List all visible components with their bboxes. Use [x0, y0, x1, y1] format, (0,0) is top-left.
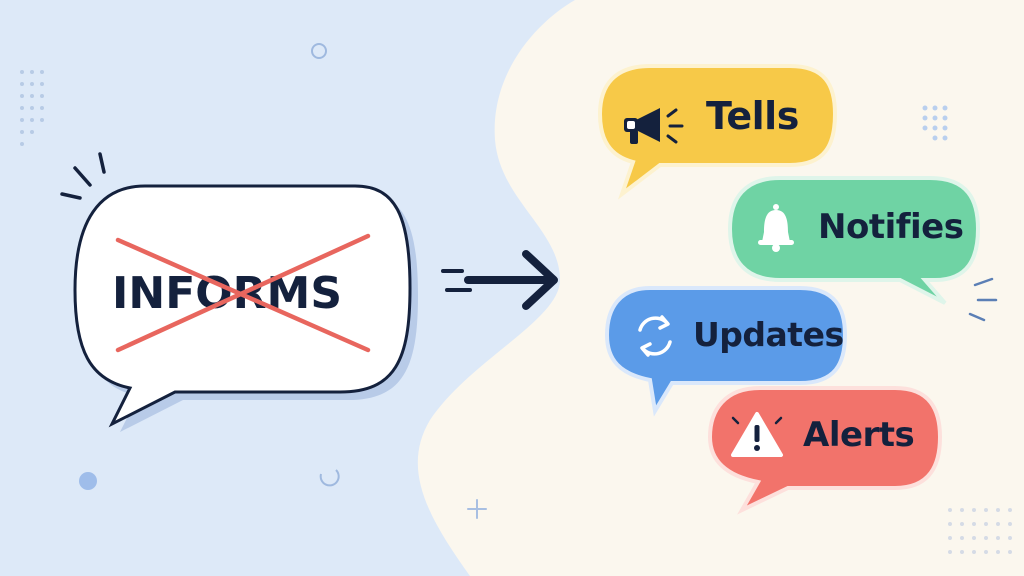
bell-icon	[758, 204, 794, 252]
emphasis-lines-left	[60, 152, 106, 200]
updates-bubble-shape	[604, 286, 848, 417]
replacement-label-alerts: Alerts	[803, 415, 915, 455]
emphasis-lines-right	[968, 277, 998, 322]
dot-decoration-bottom	[79, 472, 97, 490]
transform-arrow	[441, 250, 558, 310]
warning-icon	[731, 412, 783, 457]
notifies-bubble-shape	[727, 176, 981, 305]
ring-decoration-bottom	[319, 469, 340, 487]
refresh-icon	[638, 315, 672, 357]
megaphone-icon	[624, 108, 684, 144]
updates-bubble	[604, 286, 848, 417]
dot-grid-top-left	[20, 70, 44, 146]
dot-grid-bottom-right	[948, 508, 1012, 554]
replacement-label-tells: Tells	[706, 94, 799, 138]
notifies-bubble	[727, 176, 981, 305]
replacement-label-updates: Updates	[693, 315, 844, 354]
alerts-bubble-shape	[707, 386, 943, 515]
plus-decoration	[467, 499, 487, 519]
old-word-informs: INFORMS	[112, 268, 343, 319]
dot-grid-top-right	[922, 105, 948, 141]
ring-decoration-top	[311, 43, 327, 59]
tells-bubble	[597, 64, 838, 200]
alerts-bubble	[707, 386, 943, 515]
tells-bubble-shape	[597, 64, 838, 200]
replacement-label-notifies: Notifies	[818, 207, 964, 247]
